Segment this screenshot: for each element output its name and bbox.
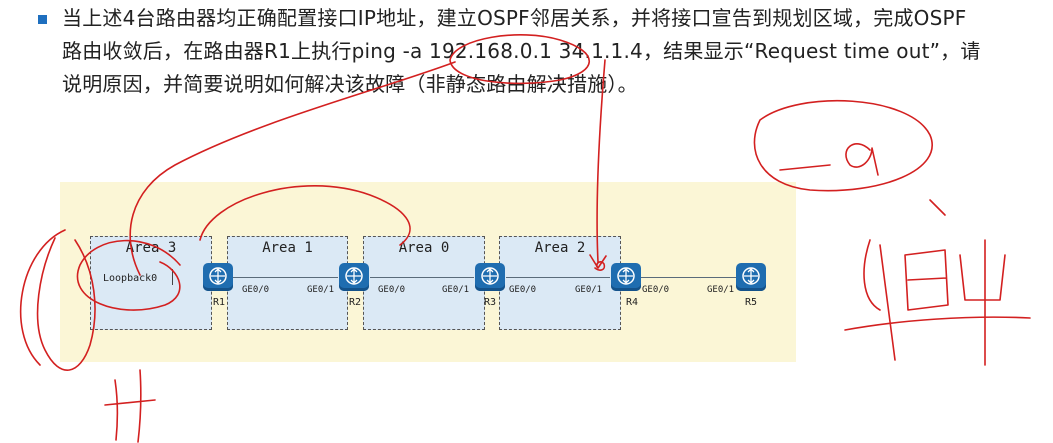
router-r1-icon bbox=[203, 263, 233, 291]
port-r3-ge0-0: GE0/0 bbox=[509, 285, 537, 295]
area-3-label: Area 3 bbox=[125, 240, 177, 256]
question-text: 当上述4台路由器均正确配置接口IP地址，建立OSPF邻居关系，并将接口宣告到规划… bbox=[62, 2, 1042, 101]
bullet-icon bbox=[38, 15, 47, 24]
port-r5-ge0-1: GE0/1 bbox=[707, 285, 735, 295]
handwritten-a bbox=[845, 143, 879, 176]
link-r2-r3 bbox=[370, 277, 474, 278]
question-line-3: 说明原因，并简要说明如何解决该故障（非静态路由解决措施）。 bbox=[62, 72, 638, 96]
handwriting-underline bbox=[844, 316, 1031, 331]
handwriting-glyph-1 bbox=[863, 239, 896, 361]
port-r2-ge0-1: GE0/1 bbox=[307, 285, 335, 295]
loopback-marker bbox=[172, 269, 173, 285]
port-r3-ge0-1: GE0/1 bbox=[442, 285, 470, 295]
area-1-label: Area 1 bbox=[262, 240, 313, 256]
handwriting-arrow-stroke bbox=[929, 199, 946, 216]
router-r2-label: R2 bbox=[349, 297, 362, 308]
router-r5-label: R5 bbox=[745, 297, 758, 308]
port-r1-ge0-0: GE0/0 bbox=[242, 285, 270, 295]
question-line-1: 当上述4台路由器均正确配置接口IP地址，建立OSPF邻居关系，并将接口宣告到规划… bbox=[62, 6, 967, 30]
router-r1-label: R1 bbox=[213, 297, 226, 308]
question-line-2: 路由收敛后，在路由器R1上执行ping -a 192.168.0.1 34.1.… bbox=[62, 39, 981, 63]
area-0-label: Area 0 bbox=[398, 240, 450, 256]
link-r3-r4 bbox=[506, 277, 610, 278]
router-r5-icon bbox=[736, 263, 766, 291]
router-r4-icon bbox=[611, 263, 641, 291]
loopback0-label: Loopback0 bbox=[103, 273, 158, 284]
router-r3-label: R3 bbox=[484, 297, 497, 308]
handwriting-glyph-3 bbox=[959, 239, 1006, 366]
handwritten-dash bbox=[779, 164, 831, 171]
router-r3-icon bbox=[475, 263, 505, 291]
port-r2-ge0-0: GE0/0 bbox=[378, 285, 406, 295]
scribble-bottom bbox=[104, 369, 156, 443]
router-r2-icon bbox=[339, 263, 369, 291]
circle-dash-a bbox=[753, 100, 933, 192]
handwriting-glyph-2 bbox=[904, 249, 949, 311]
area-2-label: Area 2 bbox=[534, 240, 586, 256]
router-r4-label: R4 bbox=[626, 297, 639, 308]
link-r1-r2 bbox=[232, 277, 338, 278]
port-r4-ge0-1: GE0/1 bbox=[575, 285, 603, 295]
scribble-left-2 bbox=[19, 229, 66, 366]
link-r4-r5 bbox=[640, 277, 736, 278]
port-r4-ge0-0: GE0/0 bbox=[642, 285, 670, 295]
